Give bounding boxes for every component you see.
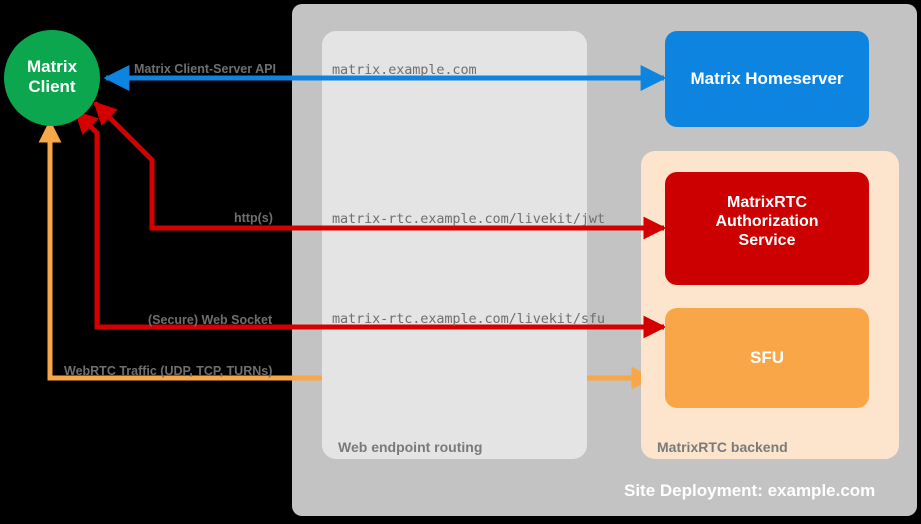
flow-label-client-server-api: Matrix Client-Server API	[134, 62, 276, 76]
endpoint-livekit-jwt: matrix-rtc.example.com/livekit/jwt	[332, 211, 605, 227]
matrixrtc-authorization-service-box[interactable]	[665, 172, 869, 285]
flow-label-secure-web-socket: (Secure) Web Socket	[148, 313, 273, 327]
matrixrtc-backend-label: MatrixRTC backend	[657, 439, 788, 455]
site-deployment-label: Site Deployment: example.com	[624, 481, 876, 500]
flow-secure-web-socket-line	[74, 110, 667, 339]
web-endpoint-routing-label: Web endpoint routing	[338, 439, 483, 455]
matrix-client-circle[interactable]	[4, 30, 100, 126]
matrix-homeserver-box[interactable]	[665, 31, 869, 127]
endpoint-matrix-host: matrix.example.com	[332, 62, 477, 78]
endpoint-livekit-sfu: matrix-rtc.example.com/livekit/sfu	[332, 311, 605, 327]
flow-label-https: http(s)	[234, 211, 273, 225]
sfu-box[interactable]	[665, 308, 869, 408]
flow-label-webrtc-traffic: WebRTC Traffic (UDP, TCP, TURNs)	[64, 364, 273, 378]
web-endpoint-routing-container	[322, 31, 587, 459]
